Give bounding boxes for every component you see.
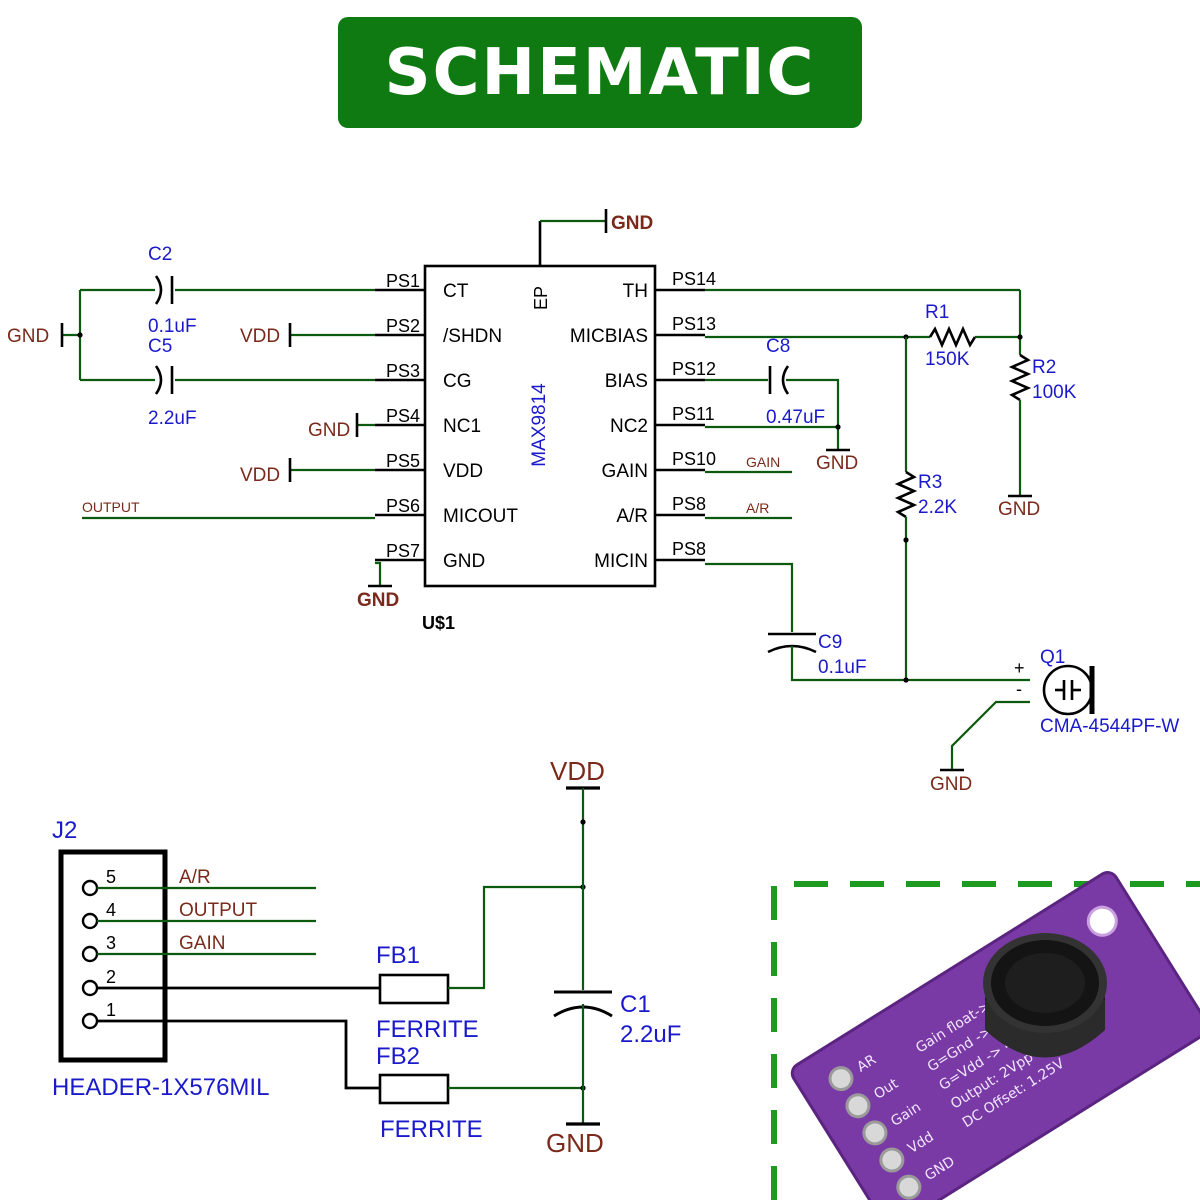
microphone-capsule [983, 933, 1107, 1058]
net-gnd-q1: GND [930, 774, 972, 795]
pin-ps10: PS10 [672, 449, 716, 469]
net-vdd-ps2: VDD [240, 326, 280, 347]
c5-ref: C5 [148, 336, 172, 357]
pin-ps5: PS5 [386, 451, 420, 471]
c8-ref: C8 [766, 336, 790, 357]
fb2-ref: FB2 [376, 1043, 420, 1070]
j2-pin-4: 4 [106, 900, 116, 920]
pin-name-th: TH [623, 281, 648, 302]
net-ar-header: A/R [179, 867, 211, 888]
fb1-symbol [378, 973, 450, 1005]
q1-minus: - [1016, 679, 1022, 699]
r2-symbol [1008, 353, 1032, 402]
net-output-label: OUTPUT [82, 499, 140, 515]
c9-value: 0.1uF [818, 657, 867, 678]
right-wiring: GND R2 100K R1 150K R3 2.2K C8 0.47uF GN… [705, 288, 1179, 795]
left-wiring: GND C2 0.1uF C5 2.2uF VDD GND VDD OUTPUT… [7, 244, 399, 611]
q1-microphone: + - Q1 CMA-4544PF-W [1014, 647, 1179, 737]
j2-pin-3: 3 [106, 933, 116, 953]
fb1-ref: FB1 [376, 942, 420, 969]
c2-value: 0.1uF [148, 316, 197, 337]
r2-value: 100K [1032, 382, 1077, 403]
pin-ps8-micin: PS8 [672, 539, 706, 559]
pin-ps8-ar: PS8 [672, 494, 706, 514]
pin-ps6: PS6 [386, 496, 420, 516]
net-gnd-r2: GND [998, 499, 1040, 520]
module-photo: AR Out Gain Vdd GND Gain float->60dB G=G… [771, 871, 1200, 1200]
net-gnd-c8: GND [816, 453, 858, 474]
pin-name-ar: A/R [616, 506, 648, 527]
r1-ref: R1 [925, 302, 949, 323]
pin-ps3: PS3 [386, 361, 420, 381]
ep-gnd-net: GND [540, 209, 653, 234]
j2-value: HEADER-1X576MIL [52, 1074, 269, 1101]
pin-name-gain: GAIN [602, 461, 648, 482]
r1-value: 150K [925, 349, 970, 370]
q1-ref: Q1 [1040, 647, 1065, 668]
j2-pin-1: 1 [106, 1000, 116, 1020]
net-ar-label: A/R [746, 500, 769, 516]
c1-ref: C1 [620, 991, 651, 1018]
net-gnd-ps4: GND [308, 420, 350, 441]
net-gnd-ps7: GND [357, 590, 399, 611]
net-gnd-left: GND [7, 326, 49, 347]
pin-name-ct: CT [443, 281, 469, 302]
r3-ref: R3 [918, 472, 942, 493]
j2-pin-5: 5 [106, 867, 116, 887]
title-banner: SCHEMATIC [338, 17, 862, 128]
pin-name-micbias: MICBIAS [570, 326, 648, 347]
pin-name-micout: MICOUT [443, 506, 518, 527]
net-vdd-ps5: VDD [240, 465, 280, 486]
j2-header-body [58, 849, 168, 1063]
fb2-symbol [378, 1073, 450, 1105]
pcb-pin-row [828, 1066, 922, 1200]
net-gain-header: GAIN [179, 933, 225, 954]
r2-ref: R2 [1032, 357, 1056, 378]
pin-name-micin: MICIN [594, 551, 648, 572]
chip-max9814: MAX9814 U$1 EP PS1 PS2 PS3 PS4 PS5 PS6 P… [375, 221, 716, 633]
r3-value: 2.2K [918, 497, 957, 518]
pin-name-nc1: NC1 [443, 416, 481, 437]
q1-plus: + [1014, 658, 1025, 678]
c5-value: 2.2uF [148, 408, 197, 429]
fb1-value: FERRITE [376, 1016, 479, 1043]
net-gain-label: GAIN [746, 454, 780, 470]
r1-symbol [928, 325, 977, 349]
pin-ps11: PS11 [672, 404, 715, 424]
r3-symbol [894, 470, 918, 519]
net-vdd-rail: VDD [550, 756, 605, 786]
page-title: SCHEMATIC [384, 35, 816, 110]
net-gnd-ep: GND [611, 213, 653, 234]
chip-name: MAX9814 [529, 383, 550, 467]
pin-name-bias: BIAS [605, 371, 648, 392]
q1-value: CMA-4544PF-W [1040, 716, 1179, 737]
net-output-header: OUTPUT [179, 900, 258, 921]
c9-ref: C9 [818, 632, 842, 653]
fb2-value: FERRITE [380, 1116, 483, 1143]
pin-ps13: PS13 [672, 314, 716, 334]
pin-ps2: PS2 [386, 316, 420, 336]
ep-label: EP [531, 286, 551, 310]
j2-pin-2: 2 [106, 967, 116, 987]
pin-name-gnd: GND [443, 551, 485, 572]
power-section: J2 HEADER-1X576MIL 5 4 3 2 1 A/R OUTPUT … [52, 756, 681, 1158]
pin-ps12: PS12 [672, 359, 716, 379]
pin-name-nc2: NC2 [610, 416, 648, 437]
pin-ps4: PS4 [386, 406, 420, 426]
pin-name-shdn: /SHDN [443, 326, 502, 347]
chip-designator: U$1 [422, 613, 455, 633]
c2-ref: C2 [148, 244, 172, 265]
pin-ps14: PS14 [672, 269, 716, 289]
pin-name-vdd: VDD [443, 461, 483, 482]
c8-value: 0.47uF [766, 407, 825, 428]
pin-ps1: PS1 [386, 271, 420, 291]
pin-name-cg: CG [443, 371, 472, 392]
j2-ref: J2 [52, 817, 77, 844]
net-gnd-rail: GND [546, 1128, 604, 1158]
pin-ps7: PS7 [386, 541, 420, 561]
pcb-board [792, 872, 1200, 1200]
c1-value: 2.2uF [620, 1021, 681, 1048]
